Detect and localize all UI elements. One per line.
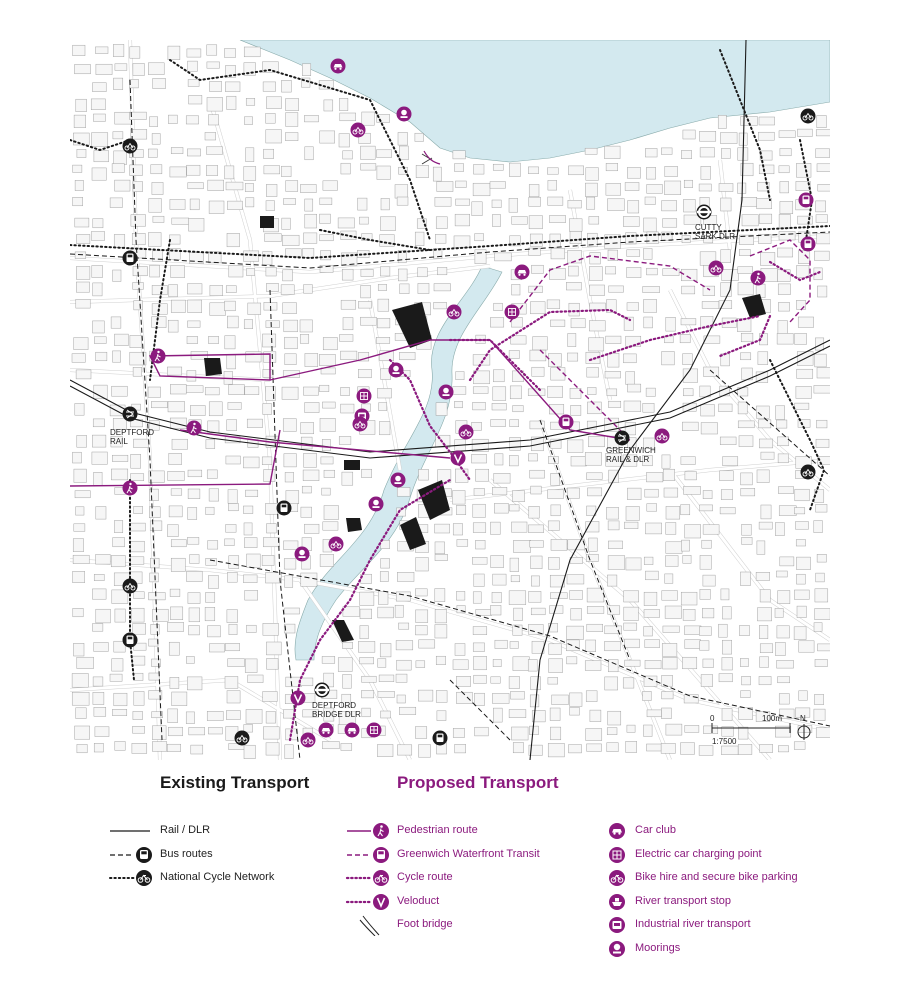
rail-dlr-line-symbol [110, 830, 150, 832]
pedestrian-icon [750, 270, 766, 286]
bicycle-icon [328, 536, 344, 552]
legend-label: River transport stop [635, 894, 731, 907]
industrial-boat-icon [609, 917, 625, 933]
rail-icon [614, 430, 630, 446]
bicycle-icon [300, 732, 316, 748]
dlr-roundel-icon [314, 682, 330, 698]
bicycle-icon [109, 870, 152, 886]
bus-icon [276, 500, 292, 516]
legend-label: Veloduct [397, 894, 440, 907]
transit-bus-icon [558, 414, 574, 430]
rail-icon [122, 406, 138, 422]
transit-bus-icon [800, 236, 816, 252]
bicycle-icon [708, 260, 724, 276]
legend-label: National Cycle Network [160, 871, 275, 883]
bicycle-icon [800, 108, 816, 124]
legend-label: Bike hire and secure bike parking [635, 871, 798, 883]
legend-label: Rail / DLR [160, 824, 211, 836]
scale-bar-end: 100m [762, 714, 782, 723]
bicycle-icon [345, 870, 389, 886]
legend-label: Bus routes [160, 847, 213, 860]
bus-icon [432, 730, 448, 746]
car-club-icon [330, 58, 346, 74]
scale-bar-start: 0 [710, 714, 715, 723]
bicycle-icon [654, 428, 670, 444]
legend-label: Pedestrian route [397, 824, 478, 836]
veloduct-icon [290, 690, 306, 706]
bicycle-icon [122, 138, 138, 154]
bicycle-icon [446, 304, 462, 320]
bicycle-icon [234, 730, 250, 746]
charging-point-icon [609, 846, 625, 863]
bicycle-icon [122, 578, 138, 594]
legend-label: Greenwich Waterfront Transit [397, 847, 540, 860]
veloduct-icon [450, 450, 466, 466]
bicycle-icon [458, 424, 474, 440]
mooring-icon [368, 496, 384, 512]
scale-ratio: 1:7500 [712, 737, 737, 746]
north-arrow-icon [797, 724, 811, 740]
veloduct-icon [345, 893, 389, 910]
transit-bus-icon [798, 192, 814, 208]
car-club-icon [318, 722, 334, 738]
pedestrian-icon [186, 420, 202, 436]
bus-icon [122, 632, 138, 648]
river-thames [239, 40, 830, 163]
car-club-icon [609, 823, 625, 839]
legend-existing-heading: Existing Transport [160, 773, 310, 792]
mooring-icon [388, 362, 404, 378]
mooring-icon [609, 940, 625, 957]
bike-hire-icon [350, 122, 366, 138]
legend-label: Moorings [635, 941, 681, 954]
bike-hire-icon [352, 416, 368, 432]
bicycle-icon [800, 464, 816, 480]
scale-bar: 0 100m 1:7500 N [710, 714, 811, 746]
mooring-icon [294, 546, 310, 562]
charging-point-icon [504, 304, 520, 320]
dlr-roundel-icon [696, 204, 712, 220]
north-label: N [800, 714, 806, 723]
highlighted-buildings [204, 216, 766, 642]
pedestrian-icon [347, 823, 389, 839]
boat-icon [609, 893, 625, 910]
bus-icon [122, 250, 138, 266]
charging-point-icon [356, 388, 372, 404]
legend-proposed-heading: Proposed Transport [397, 773, 559, 792]
mooring-icon [438, 384, 454, 400]
charging-point-icon [366, 722, 382, 738]
legend-label: Car club [635, 824, 676, 836]
pedestrian-icon [150, 348, 166, 364]
mooring-icon [396, 106, 412, 122]
car-club-icon [514, 264, 530, 280]
pedestrian-icon [122, 480, 138, 496]
legend-label: Electric car charging point [635, 847, 762, 860]
bus-icon [110, 846, 152, 863]
legend-label: Cycle route [397, 871, 453, 883]
car-club-icon [344, 722, 360, 738]
legend-label: Industrial river transport [635, 918, 751, 930]
map-icons [122, 58, 816, 748]
foot-bridge-symbol [359, 915, 380, 936]
bike-hire-icon [609, 870, 625, 886]
transit-bus-icon [347, 846, 389, 863]
mooring-icon [390, 472, 406, 488]
legend-label: Foot bridge [397, 918, 453, 930]
